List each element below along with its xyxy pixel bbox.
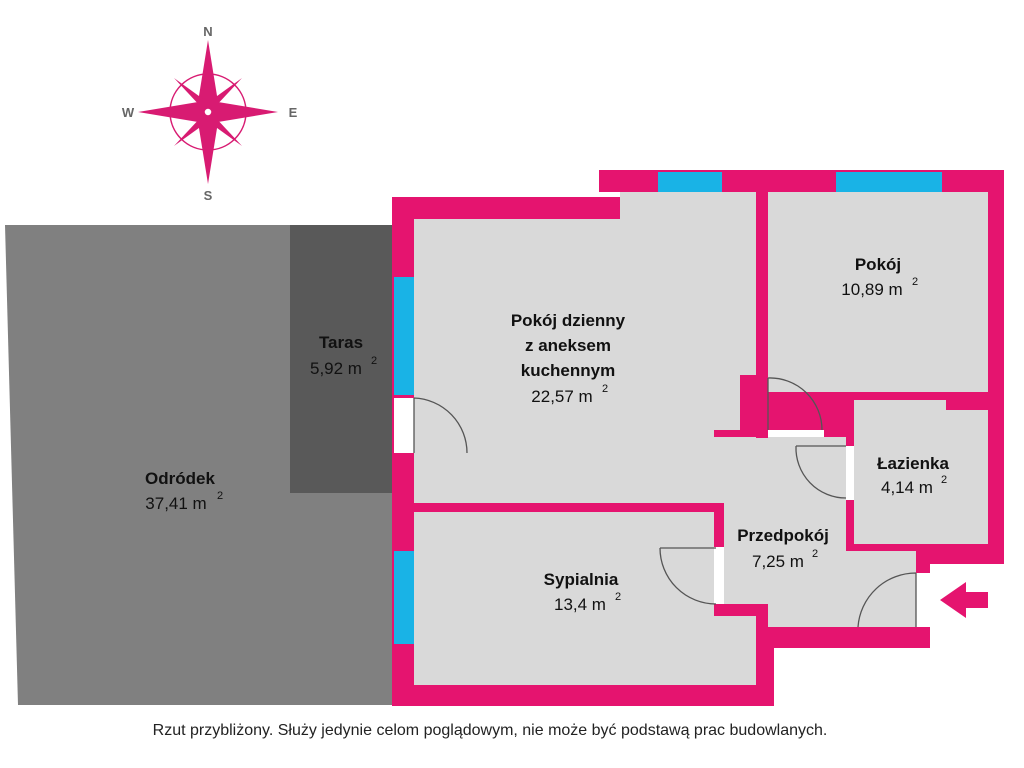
compass-center (203, 107, 213, 117)
przedpokoj-name: Przedpokój (737, 526, 829, 545)
wall-sypialnia-east-upper (714, 503, 724, 547)
taras-area: 5,92 m (310, 359, 362, 378)
compass-arrow-nw (174, 78, 210, 112)
przedpokoj-area-sup: 2 (812, 548, 818, 560)
pokoj-area-sup: 2 (912, 276, 918, 288)
compass-arrow-sw (174, 112, 210, 146)
sypialnia-door-opening (714, 547, 724, 604)
room-floors (414, 192, 988, 685)
wall-living-sypialnia (414, 503, 724, 512)
pokoj-name: Pokój (855, 255, 901, 274)
entrance-door-swing (857, 572, 917, 628)
wall-lazienka-west-upper (846, 392, 854, 446)
pokoj-floor (768, 192, 988, 392)
odrodek-name: Odródek (145, 469, 215, 488)
lazienka-door-swing (795, 445, 847, 499)
compass-label-w: W (122, 105, 135, 120)
compass-label-s: S (204, 188, 213, 203)
wall-hall-top-right (824, 430, 852, 437)
pokoj-door-opening (768, 430, 824, 437)
taras-area-sup: 2 (371, 355, 377, 367)
sypialnia-area: 13,4 m (554, 595, 606, 614)
sypialnia-door-swing (659, 547, 717, 605)
przedpokoj-area: 7,25 m (752, 552, 804, 571)
room-labels: Odródek 37,41 m 2 Taras 5,92 m 2 Pokój d… (145, 255, 949, 614)
wall-sypialnia-step (714, 604, 764, 616)
wall-lazienka-west-lower (846, 500, 854, 548)
compass-rose: N E S W (122, 24, 298, 203)
lazienka-floor (852, 398, 988, 544)
wall-hall-top-left (714, 430, 768, 437)
wall-lazienka-corner (946, 392, 988, 410)
compass-arrow-se (206, 112, 242, 146)
terrace-door-swing (413, 397, 468, 454)
apartment-floor (414, 192, 916, 685)
wall-entrance-upper (916, 545, 930, 573)
disclaimer-caption: Rzut przybliżony. Służy jedynie celom po… (152, 722, 828, 739)
compass-arrow-west (138, 102, 208, 122)
entrance-door-opening (916, 573, 930, 627)
dzienny-area: 22,57 m (531, 387, 592, 406)
pokoj-door-swing (767, 377, 823, 431)
taras-name: Taras (319, 333, 363, 352)
dzienny-name-line3: kuchennym (521, 361, 615, 380)
window-north-pokoj (836, 172, 942, 192)
window-west-living (394, 277, 414, 395)
dzienny-name-line1: Pokój dzienny (511, 311, 626, 330)
compass-arrow-north (198, 40, 218, 112)
lazienka-door-opening (846, 446, 854, 500)
dzienny-area-sup: 2 (602, 383, 608, 395)
compass-label-n: N (203, 24, 212, 39)
window-west-sypialnia (394, 551, 414, 644)
doors (394, 377, 930, 628)
wall-entrance-lower (916, 627, 930, 648)
wall-pokoj-lazienka (846, 392, 988, 400)
odrodek-area: 37,41 m (145, 494, 206, 513)
interior-walls (414, 192, 988, 685)
window-north-living (658, 172, 722, 192)
compass-label-e: E (289, 105, 298, 120)
compass-arrow-east (208, 102, 278, 122)
lazienka-area: 4,14 m (881, 478, 933, 497)
terrace-area (290, 225, 392, 493)
lazienka-name: Łazienka (877, 454, 949, 473)
entrance-arrow-icon (940, 582, 988, 618)
compass-arrow-ne (206, 78, 242, 112)
terrace-door-opening (394, 398, 414, 453)
sypialnia-name: Sypialnia (544, 570, 619, 589)
pokoj-area: 10,89 m (841, 280, 902, 299)
compass-arrow-south (198, 112, 218, 184)
lazienka-area-sup: 2 (941, 474, 947, 486)
wall-sypialnia-east-bottom (756, 604, 768, 685)
odrodek-area-sup: 2 (217, 490, 223, 502)
sypialnia-area-sup: 2 (615, 591, 621, 603)
dzienny-name-line2: z aneksem (525, 336, 611, 355)
wall-pier (740, 375, 768, 430)
windows (394, 172, 942, 644)
